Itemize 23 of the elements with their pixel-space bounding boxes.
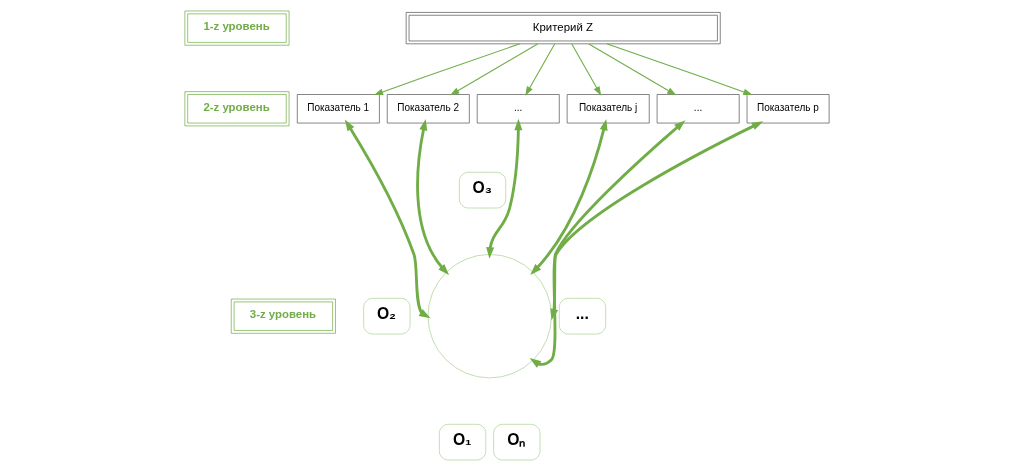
node-box: O₂ bbox=[363, 297, 411, 335]
node-box: Oₙ bbox=[493, 423, 541, 461]
arrow bbox=[373, 43, 521, 96]
arrow bbox=[529, 121, 764, 368]
arrow bbox=[450, 43, 539, 96]
node-box: O₁ bbox=[439, 423, 487, 461]
node-box: ... bbox=[558, 297, 607, 335]
arrow bbox=[571, 43, 602, 96]
arrow bbox=[530, 118, 608, 276]
node-box: Показатель j bbox=[566, 94, 650, 124]
node-box: Показатель p bbox=[746, 94, 830, 124]
arrow bbox=[486, 118, 523, 259]
arrow bbox=[416, 118, 450, 276]
node-box: O₃ bbox=[459, 171, 507, 209]
node-box: Показатель 2 bbox=[386, 94, 470, 124]
arrow bbox=[588, 43, 677, 96]
arrow bbox=[606, 43, 753, 96]
node-box: ... bbox=[476, 94, 560, 124]
node-box: ... bbox=[656, 94, 740, 124]
node-circle bbox=[427, 254, 552, 379]
node-box: Показатель 1 bbox=[296, 94, 380, 124]
arrow bbox=[344, 119, 431, 319]
arrow bbox=[525, 43, 556, 96]
